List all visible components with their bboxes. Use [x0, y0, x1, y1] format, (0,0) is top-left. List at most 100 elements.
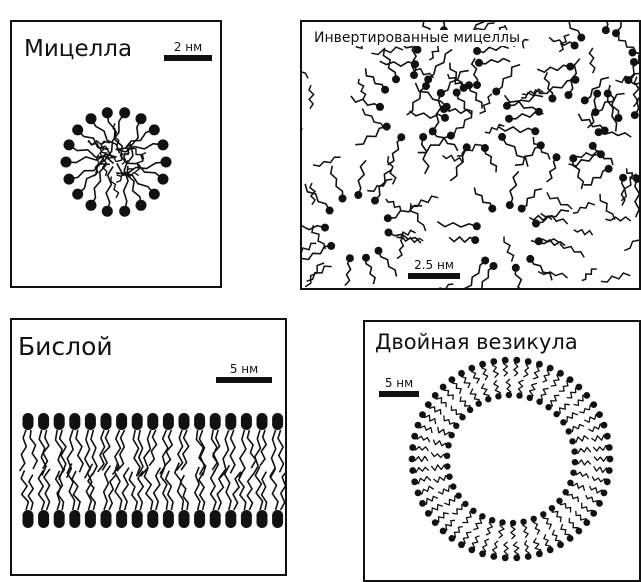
lipid-tail: [239, 472, 246, 510]
lipid-head-bottom: [38, 510, 49, 528]
lipid-tail: [510, 171, 519, 205]
lipid-head-top: [54, 413, 65, 430]
lipid-head: [583, 519, 590, 526]
lipid-tail: [219, 430, 228, 478]
lipid-head: [346, 254, 354, 262]
lipid-tail: [98, 430, 105, 472]
lipid-head: [64, 139, 75, 150]
lipid-head-bottom: [272, 510, 283, 528]
lipid-head: [563, 489, 569, 495]
lipid-head: [465, 81, 473, 89]
lipid-head: [102, 206, 113, 217]
lipid-head: [419, 411, 426, 418]
inverted-micelles-title: Инвертированные мицеллы: [314, 30, 522, 46]
lipid-head-bottom: [179, 510, 190, 528]
lipid-head: [535, 108, 543, 116]
lipid-head-top: [194, 413, 205, 430]
lipid-tail: [496, 65, 520, 92]
lipid-head: [566, 63, 574, 71]
lipid-head: [376, 103, 384, 111]
lipid-tail: [154, 468, 161, 510]
lipid-head: [593, 90, 601, 98]
lipid-head: [492, 88, 500, 96]
lipid-head: [327, 242, 335, 250]
lipid-tail: [247, 475, 253, 511]
lipid-head: [453, 423, 459, 429]
lipid-head-top: [101, 413, 112, 430]
lipid-head: [607, 456, 614, 463]
lipid-head: [479, 513, 485, 519]
lipid-head-bottom: [225, 510, 236, 528]
lipid-tail: [144, 468, 152, 510]
lipid-head: [479, 361, 486, 368]
lipid-head-bottom: [69, 510, 80, 528]
lipid-tail: [271, 469, 279, 510]
lipid-tail: [138, 471, 143, 510]
lipid-head: [432, 392, 439, 399]
lipid-tail: [44, 469, 50, 510]
lipid-head: [321, 224, 329, 232]
lipid-head: [516, 392, 522, 398]
lipid-head: [371, 197, 379, 205]
lipid-tail: [635, 179, 640, 218]
lipid-tail: [86, 464, 92, 510]
lipid-head-bottom: [101, 510, 112, 528]
lipid-head: [569, 438, 575, 444]
lipid-head: [458, 541, 465, 548]
lipid-tail: [485, 148, 497, 172]
lipid-head: [410, 71, 418, 79]
lipid-tail: [530, 259, 552, 281]
lipid-head: [473, 47, 481, 55]
lipid-head: [453, 89, 461, 97]
lipid-head: [415, 490, 422, 497]
lipid-tail: [30, 430, 37, 469]
lipid-head: [158, 139, 169, 150]
lipid-head: [444, 453, 450, 459]
lipid-tail: [431, 284, 453, 290]
lipid-head: [354, 191, 362, 199]
lipid-tail: [410, 111, 446, 118]
lipid-head: [540, 511, 546, 517]
lipid-head: [475, 59, 483, 67]
lipid-head: [481, 144, 489, 152]
lipid-head: [86, 113, 97, 124]
lipid-head: [149, 189, 160, 200]
lipid-head: [375, 247, 383, 255]
lipid-head: [567, 480, 573, 486]
lipid-head: [440, 528, 447, 535]
lipid-tail: [181, 475, 189, 510]
lipid-tail: [397, 237, 403, 259]
lipid-head: [596, 500, 603, 507]
lipid-head: [601, 127, 609, 135]
lipid-head: [425, 401, 432, 408]
lipid-head-bottom: [85, 510, 96, 528]
lipid-head: [590, 401, 597, 408]
lipid-tail: [475, 266, 493, 290]
lipid-head: [601, 490, 608, 497]
lipid-tail: [122, 468, 129, 510]
lipid-head: [490, 553, 497, 560]
lipid-head: [61, 157, 72, 168]
lipid-tail: [21, 470, 28, 510]
lipid-head: [512, 264, 520, 272]
lipid-head: [547, 365, 554, 372]
lipid-tail: [109, 475, 116, 510]
lipid-tail: [331, 166, 343, 199]
lipid-tail: [195, 467, 200, 510]
lipid-tail: [211, 470, 216, 510]
lipid-head: [119, 206, 130, 217]
lipid-head: [525, 358, 532, 365]
lipid-head: [385, 229, 393, 237]
lipid-tail: [605, 217, 630, 221]
lipid-head-top: [132, 413, 143, 430]
lipid-head: [479, 550, 486, 557]
lipid-head: [473, 81, 481, 89]
lipid-tail: [305, 184, 330, 211]
inverted-scale-line: [408, 273, 460, 279]
lipid-head-bottom: [23, 510, 34, 528]
lipid-head: [415, 422, 422, 429]
lipid-head: [459, 414, 465, 420]
lipid-head: [158, 174, 169, 185]
lipid-head: [606, 467, 613, 474]
lipid-head: [547, 547, 554, 554]
